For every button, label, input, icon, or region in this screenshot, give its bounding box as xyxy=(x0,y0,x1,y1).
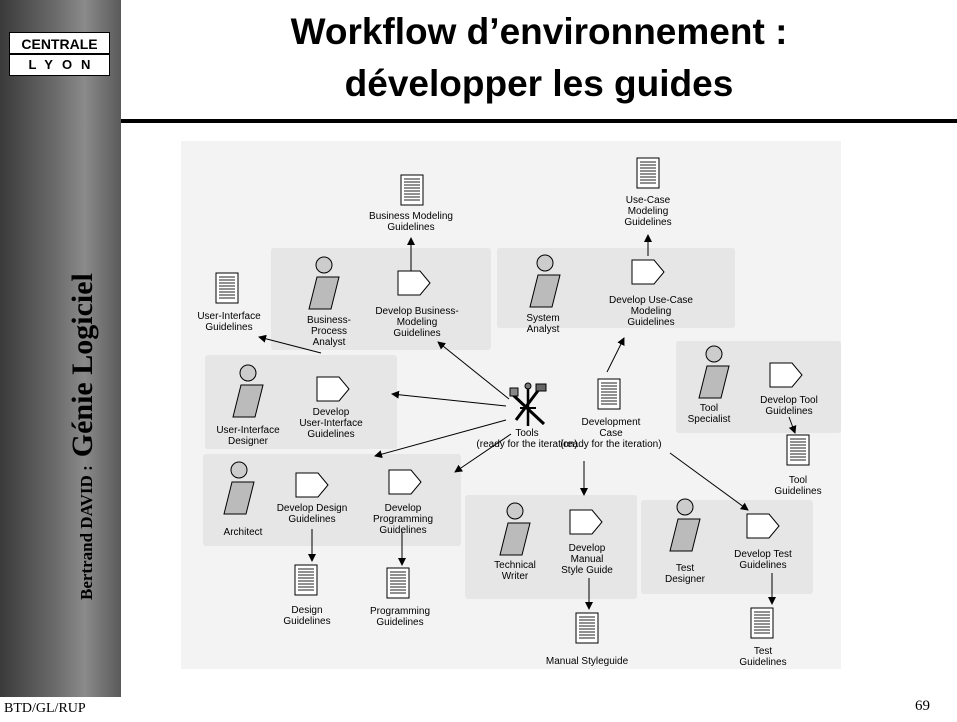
footer-code: BTD/GL/RUP xyxy=(4,701,86,716)
edge-tools-to-tools-group xyxy=(454,433,512,473)
edge-ui-activity-to-artifact xyxy=(258,334,322,354)
system-analyst-worker-icon xyxy=(529,254,561,308)
design-guidelines-activity-icon xyxy=(295,472,329,498)
edge-devcase-to-usecase-activity xyxy=(606,337,625,373)
development-case-doc-icon xyxy=(597,378,621,410)
use-case-modeling-activity-icon xyxy=(631,259,665,285)
sidebar-vertical-text: Bertrand DAVID : Génie Logiciel xyxy=(66,273,100,600)
edge-tools-to-business-activity xyxy=(437,341,510,400)
manual-styleguide-artifact-label: Manual Styleguide xyxy=(546,656,629,667)
manual-styleguide-doc-icon xyxy=(575,612,599,644)
ui-guidelines-activity-icon xyxy=(316,376,350,402)
title-line-1: Workflow d’environnement : xyxy=(290,11,788,52)
programming-guidelines-doc-icon xyxy=(386,567,410,599)
business-modeling-doc-icon xyxy=(400,174,424,206)
sidebar-author: Bertrand DAVID : xyxy=(77,465,96,600)
use-case-modeling-doc-icon xyxy=(636,157,660,189)
test-designer-worker-icon xyxy=(669,498,701,552)
sidebar-course: Génie Logiciel xyxy=(66,273,99,458)
page-number: 69 xyxy=(915,698,930,714)
business-modeling-activity-icon xyxy=(397,270,431,296)
tool-specialist-worker-icon xyxy=(698,345,730,399)
logo-bottom-text: LYON xyxy=(28,57,100,72)
business-process-analyst-worker-icon xyxy=(308,256,340,310)
design-guidelines-doc-icon xyxy=(294,564,318,596)
edge-devcase-to-test-activity xyxy=(669,452,749,511)
edge-tools-to-ui-activity xyxy=(391,390,507,407)
test-guidelines-doc-icon xyxy=(750,607,774,639)
ui-guidelines-doc-icon xyxy=(215,272,239,304)
technical-writer-worker-icon xyxy=(499,502,531,556)
edge-tools-to-programming-activity xyxy=(374,419,507,459)
programming-guidelines-activity-icon xyxy=(388,469,422,495)
manual-style-activity-icon xyxy=(569,509,603,535)
tools-label: Tools(ready for the iteration) xyxy=(476,428,577,450)
edge-tool-activity-to-artifact xyxy=(788,416,797,434)
title-underline xyxy=(121,119,957,123)
tool-guidelines-activity-icon xyxy=(769,362,803,388)
architect-worker-icon xyxy=(223,461,255,515)
test-guidelines-activity-icon xyxy=(746,513,780,539)
footer-code-box: BTD/GL/RUP xyxy=(0,697,121,722)
ui-designer-worker-icon xyxy=(232,364,264,418)
tools-icon xyxy=(509,382,547,426)
title-line-2: développer les guides xyxy=(344,63,734,104)
slide-title: Workflow d’environnement : développer le… xyxy=(121,0,957,120)
logo-top-text: CENTRALE xyxy=(10,33,109,55)
tool-guidelines-doc-icon xyxy=(786,434,810,466)
architect-label: Architect xyxy=(224,527,263,538)
sidebar: CENTRALE LYON Bertrand DAVID : Génie Logi… xyxy=(0,0,121,722)
centrale-lyon-logo: CENTRALE LYON xyxy=(9,32,110,76)
